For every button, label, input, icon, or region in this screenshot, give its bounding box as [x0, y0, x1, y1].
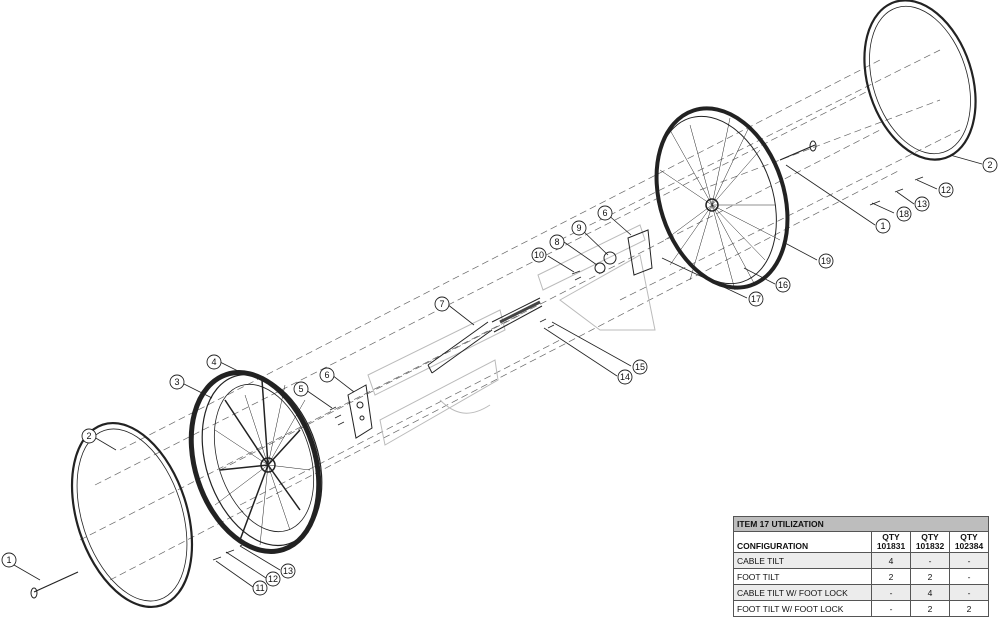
table-title: ITEM 17 UTILIZATION	[733, 516, 989, 532]
callout-balloon: 4	[206, 354, 222, 370]
svg-text:17: 17	[751, 294, 761, 304]
row-qty: -	[949, 584, 989, 601]
table-row: FOOT TILT 2 2 -	[733, 568, 989, 585]
svg-text:6: 6	[602, 208, 607, 218]
svg-text:8: 8	[554, 237, 559, 247]
callout-balloon: 13	[914, 196, 930, 212]
right-tire	[863, 0, 977, 161]
qty-header-text: QTY 101831	[876, 532, 906, 551]
callout-balloon: 12	[938, 182, 954, 198]
column-header-qty-102384: QTY 102384	[949, 531, 989, 553]
left-hardware-set	[212, 542, 247, 561]
assembly-centerlines	[79, 49, 961, 581]
table-row: FOOT TILT W/ FOOT LOCK - 2 2	[733, 600, 989, 617]
row-qty: 2	[949, 600, 989, 617]
table-row: CABLE TILT 4 - -	[733, 552, 989, 569]
callout-balloon: 2	[81, 428, 97, 444]
callout-balloon: 18	[896, 206, 912, 222]
row-qty: -	[871, 600, 911, 617]
callout-balloon: 6	[319, 367, 335, 383]
qty-header-text: QTY 101832	[915, 532, 945, 551]
svg-text:13: 13	[283, 566, 293, 576]
qty-header-text: QTY 102384	[954, 532, 984, 551]
svg-text:7: 7	[439, 299, 444, 309]
callout-balloon: 19	[818, 253, 834, 269]
row-configuration: CABLE TILT	[733, 552, 872, 569]
callout-balloon: 12	[265, 571, 281, 587]
right-wheel	[654, 106, 790, 291]
callout-balloon: 5	[293, 381, 309, 397]
svg-text:10: 10	[534, 250, 544, 260]
row-qty: 4	[871, 552, 911, 569]
left-tire	[70, 421, 194, 609]
column-header-configuration: CONFIGURATION	[733, 531, 872, 553]
axle-tube	[427, 297, 543, 374]
svg-text:16: 16	[778, 280, 788, 290]
svg-text:9: 9	[576, 223, 581, 233]
left-axle-plate	[329, 384, 373, 439]
callout-balloon: 8	[549, 234, 565, 250]
callout-balloon: 1	[1, 552, 17, 568]
callout-balloon: 16	[775, 277, 791, 293]
item-17-utilization-table: ITEM 17 UTILIZATION CONFIGURATION QTY 10…	[733, 516, 989, 617]
row-qty: 4	[910, 584, 950, 601]
svg-text:13: 13	[917, 199, 927, 209]
svg-text:4: 4	[211, 357, 216, 367]
frame-right-ghost	[537, 224, 656, 331]
callout-balloon: 2	[982, 157, 998, 173]
callout-balloon: 15	[632, 359, 648, 375]
svg-text:2: 2	[987, 160, 992, 170]
row-qty: 2	[910, 600, 950, 617]
row-qty: -	[949, 568, 989, 585]
row-configuration: FOOT TILT W/ FOOT LOCK	[733, 600, 872, 617]
table-row: CABLE TILT W/ FOOT LOCK - 4 -	[733, 584, 989, 601]
svg-text:18: 18	[899, 209, 909, 219]
svg-text:12: 12	[268, 574, 278, 584]
callout-balloon: 1	[875, 218, 891, 234]
callout-balloon: 17	[748, 291, 764, 307]
column-header-qty-101831: QTY 101831	[871, 531, 911, 553]
left-quick-release-axle	[30, 571, 79, 599]
left-wheel	[188, 370, 323, 554]
row-configuration: FOOT TILT	[733, 568, 872, 585]
svg-text:3: 3	[174, 377, 179, 387]
callout-balloon: 10	[531, 247, 547, 263]
row-qty: -	[871, 584, 911, 601]
svg-text:15: 15	[635, 362, 645, 372]
row-qty: -	[949, 552, 989, 569]
svg-text:11: 11	[255, 583, 264, 593]
callout-balloon: 7	[434, 296, 450, 312]
row-qty: 2	[871, 568, 911, 585]
right-axle-plate	[539, 229, 653, 329]
callout-balloon: 14	[617, 369, 633, 385]
callout-balloon: 3	[169, 374, 185, 390]
callout-balloon: 6	[597, 205, 613, 221]
right-quick-release-axle	[779, 140, 817, 161]
svg-text:14: 14	[620, 372, 630, 382]
callout-balloon: 9	[571, 220, 587, 236]
svg-text:1: 1	[880, 221, 885, 231]
svg-text:5: 5	[298, 384, 303, 394]
callout-leaders	[13, 154, 983, 588]
svg-text:12: 12	[941, 185, 951, 195]
svg-text:2: 2	[86, 431, 91, 441]
table-header-row: CONFIGURATION QTY 101831 QTY 101832 QTY …	[733, 531, 989, 553]
callout-balloon: 13	[280, 563, 296, 579]
svg-text:1: 1	[6, 555, 11, 565]
svg-text:19: 19	[821, 256, 831, 266]
right-hardware-set	[869, 176, 924, 206]
table-title-row: ITEM 17 UTILIZATION	[733, 516, 989, 532]
svg-text:6: 6	[324, 370, 329, 380]
row-configuration: CABLE TILT W/ FOOT LOCK	[733, 584, 872, 601]
column-header-qty-101832: QTY 101832	[910, 531, 950, 553]
row-qty: -	[910, 552, 950, 569]
callout-balloons: 1 2 3 4 5 6 7 14 15 11 12 13 10 8 9 6 17…	[1, 157, 998, 596]
frame-left-ghost	[367, 309, 506, 446]
row-qty: 2	[910, 568, 950, 585]
callout-balloon: 11	[252, 580, 268, 596]
